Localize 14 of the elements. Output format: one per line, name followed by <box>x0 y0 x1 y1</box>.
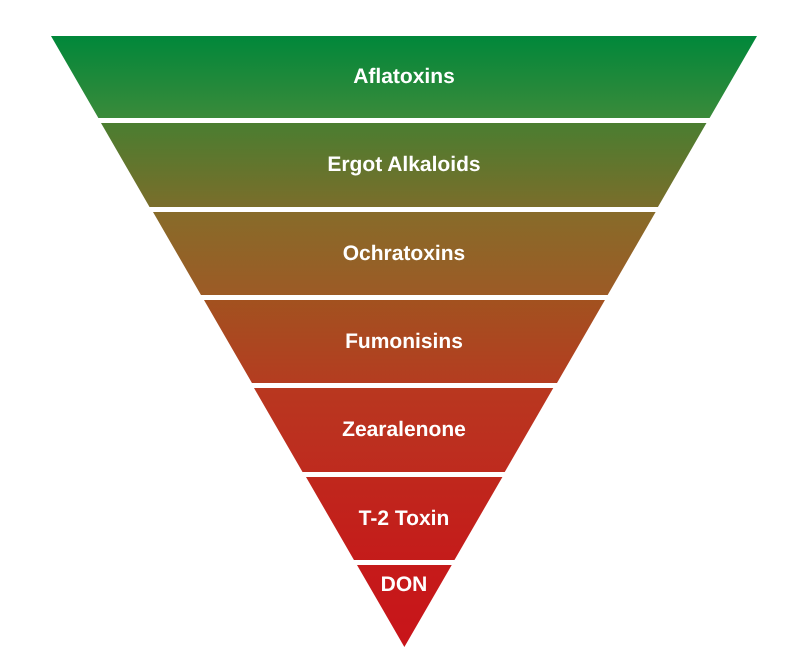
tier-label: T-2 Toxin <box>358 506 450 530</box>
funnel-tier <box>356 565 452 647</box>
tier-label: Fumonisins <box>344 330 464 354</box>
funnel-tier <box>306 477 502 560</box>
tier-label: Ochratoxins <box>342 242 466 266</box>
tier-label: Aflatoxins <box>352 65 456 89</box>
funnel-tier <box>204 300 604 383</box>
funnel-tier <box>254 388 554 472</box>
tier-label: Zearalenone <box>341 418 467 442</box>
tier-label: DON <box>380 573 428 597</box>
funnel-tier <box>51 36 757 118</box>
funnel-tier <box>101 123 707 207</box>
funnel-tier <box>152 212 656 295</box>
tier-label: Ergot Alkaloids <box>326 153 482 177</box>
